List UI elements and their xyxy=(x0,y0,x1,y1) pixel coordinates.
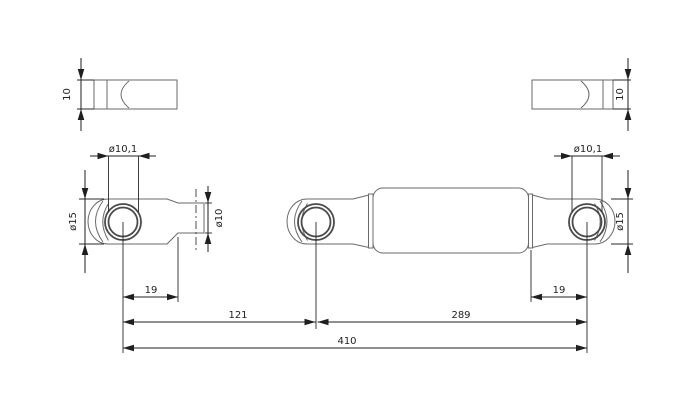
right-end-fitting-side-view xyxy=(531,79,614,110)
dim-thickness-left-label: 10 xyxy=(62,88,73,101)
dim-rod-diameter-label: ø10 xyxy=(214,209,225,228)
center-eyelet-outline xyxy=(286,194,370,248)
dim-hole-diameter-left: ø10,1 xyxy=(90,144,156,212)
left-side-view-boss-arc xyxy=(120,80,130,109)
left-side-view-plate xyxy=(93,79,178,110)
center-eyelet-cap-arc-outer xyxy=(294,200,303,243)
cylinder-body xyxy=(372,187,529,254)
dim-left-section-length-label: 121 xyxy=(228,310,247,321)
dim-eye-diameter-right-label: ø15 xyxy=(615,212,626,231)
dim-hole-diameter-left-label: ø10,1 xyxy=(109,144,137,155)
dim-eye-offset-right: 19 xyxy=(531,285,587,301)
left-eyelet-cap-arc-outer xyxy=(95,200,104,243)
left-eyelet-front-view xyxy=(87,189,205,252)
dim-hole-diameter-right-label: ø10,1 xyxy=(574,144,602,155)
body-left-flange xyxy=(368,193,374,249)
right-eyelet-front-view xyxy=(532,194,616,248)
dim-eye-diameter-left: ø15 xyxy=(68,170,104,273)
dim-left-section-length: 121 xyxy=(123,310,316,326)
dim-thickness-left: 10 xyxy=(62,58,94,131)
left-eyelet-cap-arc-inner xyxy=(102,203,109,241)
dim-eye-offset-left-label: 19 xyxy=(145,285,158,296)
right-side-view-boss-arc xyxy=(580,80,590,109)
dim-rod-diameter: ø10 xyxy=(204,186,225,252)
center-eyelet-front-view xyxy=(286,194,370,248)
dim-hole-diameter-right: ø10,1 xyxy=(554,144,620,212)
right-side-view-plate xyxy=(531,79,614,110)
right-eyelet-outline xyxy=(532,194,616,248)
dim-right-section-length: 289 xyxy=(317,310,587,326)
dim-eye-diameter-right: ø15 xyxy=(611,170,633,273)
dim-overall-length-label: 410 xyxy=(337,336,356,347)
dim-eye-offset-left: 19 xyxy=(123,285,178,301)
dim-thickness-right-label: 10 xyxy=(615,88,626,101)
dim-overall-length: 410 xyxy=(123,336,587,352)
dim-eye-diameter-left-label: ø15 xyxy=(68,212,79,231)
dim-thickness-right: 10 xyxy=(613,58,632,131)
gas-spring-assembly xyxy=(286,187,616,254)
left-eyelet-outline xyxy=(87,198,205,245)
dimensions: 10 10 ø10,1 ø10,1 xyxy=(62,58,633,353)
dim-right-section-length-label: 289 xyxy=(451,310,470,321)
dim-eye-offset-right-label: 19 xyxy=(553,285,566,296)
left-end-fitting-side-view xyxy=(93,79,178,110)
body-right-flange xyxy=(528,193,533,249)
